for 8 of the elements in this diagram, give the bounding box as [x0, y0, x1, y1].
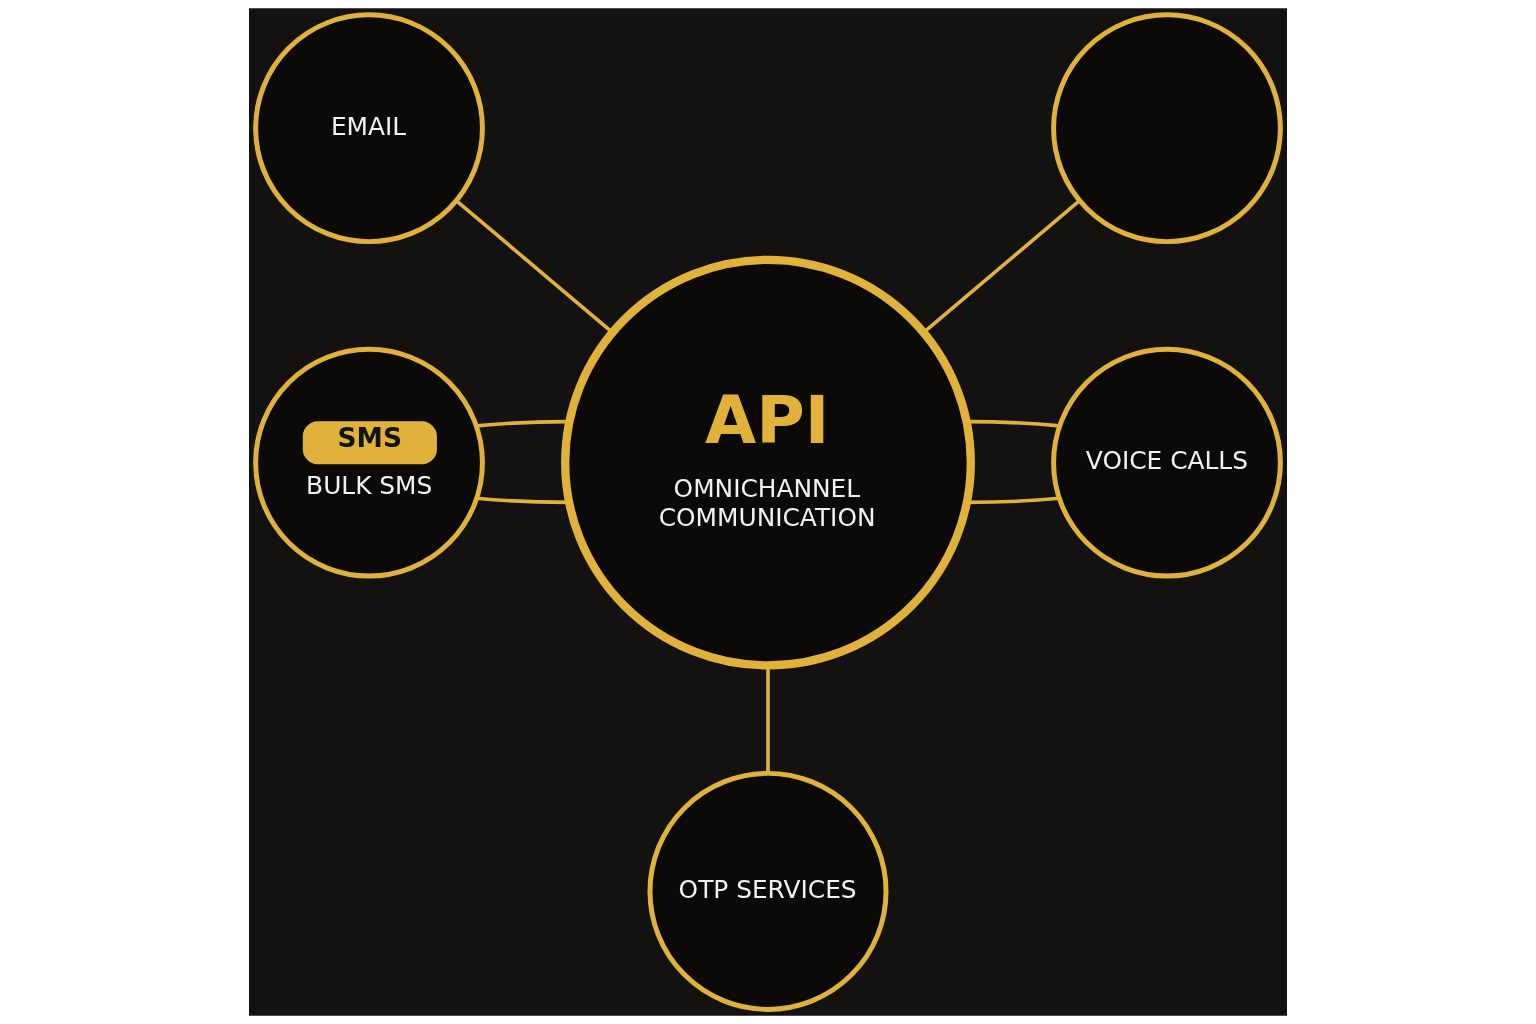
node-circle: EMAIL	[253, 12, 485, 245]
connector	[922, 199, 1081, 334]
node-circle: VOICE CALLS	[1051, 346, 1283, 579]
node-circle: SMS BULK SMS	[253, 346, 485, 579]
node-circle	[1051, 12, 1283, 245]
connector	[455, 199, 614, 334]
node-circle: OTP SERVICES	[647, 770, 889, 1012]
node-circle: API OMNICHANNEL COMMUNICATION	[561, 255, 975, 670]
